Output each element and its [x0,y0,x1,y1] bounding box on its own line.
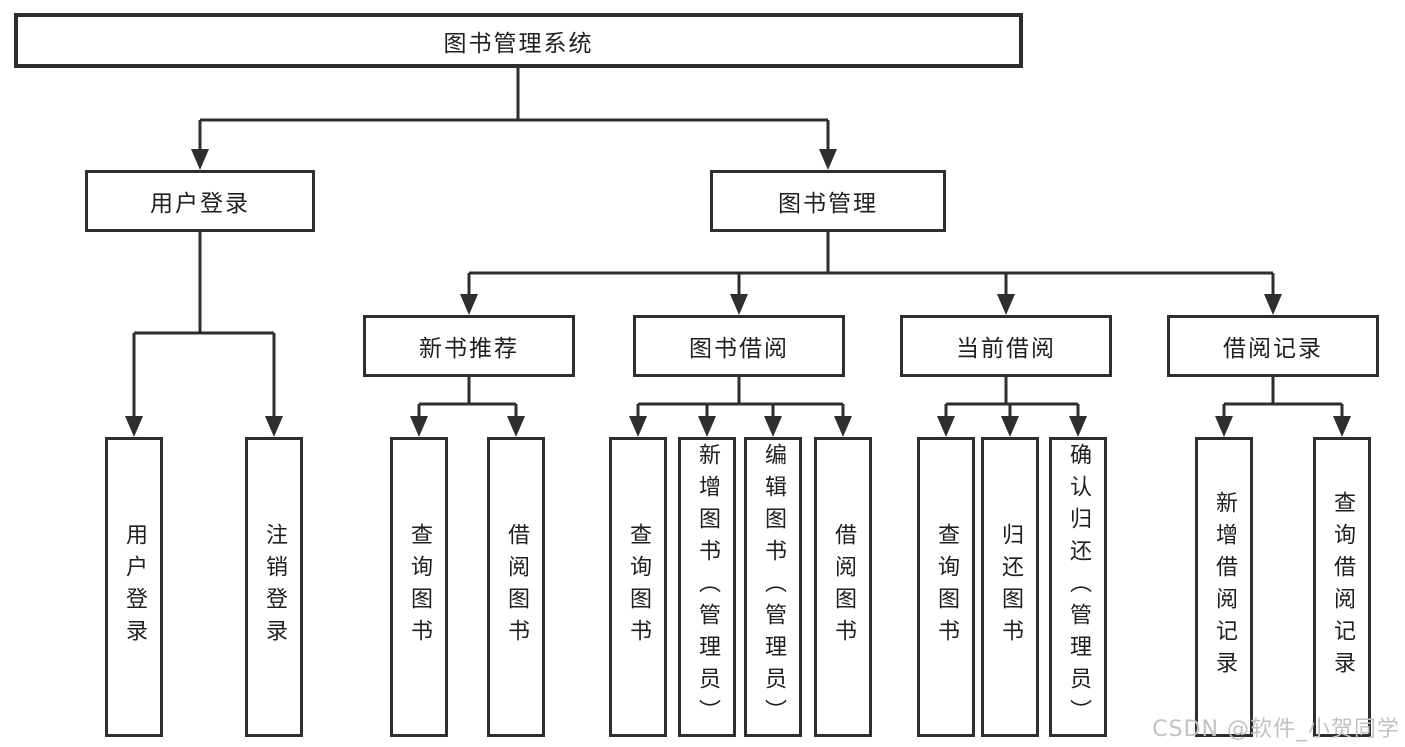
node-current-borrowing: 当前借阅 [900,315,1112,377]
node-user-login: 用户登录 [85,170,315,232]
node-book-management: 图书管理 [710,170,946,232]
leaf-borrow-books-borrowing: 借阅图书 [814,437,872,737]
leaf-borrow-books-recommend-label: 借阅图书 [504,523,529,651]
leaf-add-borrow-record: 新增借阅记录 [1195,437,1253,737]
leaf-query-books-borrowing-label: 查询图书 [626,523,651,651]
leaf-add-borrow-record-label: 新增借阅记录 [1212,491,1237,683]
leaf-user-login-label: 用户登录 [122,523,147,651]
leaf-return-books: 归还图书 [981,437,1039,737]
leaf-query-books-current-label: 查询图书 [934,523,959,651]
leaf-query-borrow-record: 查询借阅记录 [1313,437,1371,737]
leaf-borrow-books-borrowing-label: 借阅图书 [831,523,856,651]
leaf-return-books-label: 归还图书 [998,523,1023,651]
csdn-watermark: CSDN @软件_小贺同学 [1152,717,1400,742]
leaf-confirm-return-admin: 确认归还（管理员） [1049,437,1107,737]
node-new-book-recommend: 新书推荐 [363,315,575,377]
leaf-add-books-admin: 新增图书（管理员） [678,437,736,737]
node-borrowing-records: 借阅记录 [1167,315,1379,377]
leaf-logout-login-label: 注销登录 [262,523,287,651]
leaf-confirm-return-admin-label: 确认归还（管理员） [1066,443,1091,731]
leaf-user-login: 用户登录 [105,437,163,737]
leaf-query-books-borrowing: 查询图书 [609,437,667,737]
connector-path [132,67,1344,418]
leaf-add-books-admin-label: 新增图书（管理员） [695,443,720,731]
node-book-borrowing: 图书借阅 [633,315,845,377]
leaf-borrow-books-recommend: 借阅图书 [487,437,545,737]
leaf-query-books-recommend: 查询图书 [390,437,448,737]
leaf-query-borrow-record-label: 查询借阅记录 [1330,491,1355,683]
leaf-edit-books-admin: 编辑图书（管理员） [744,437,802,737]
leaf-logout-login: 注销登录 [245,437,303,737]
node-library-management-system: 图书管理系统 [14,13,1023,68]
leaf-query-books-current: 查询图书 [917,437,975,737]
leaf-edit-books-admin-label: 编辑图书（管理员） [761,443,786,731]
leaf-query-books-recommend-label: 查询图书 [407,523,432,651]
